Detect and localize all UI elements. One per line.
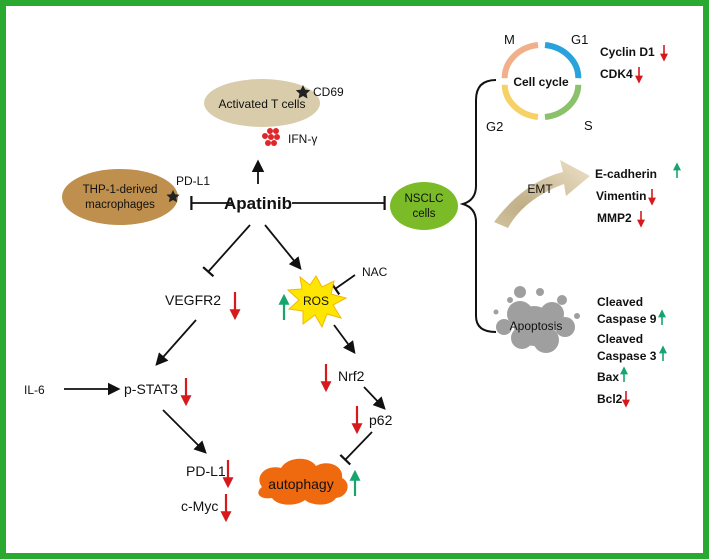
il6-label: IL-6	[24, 383, 45, 397]
nac-inhibits-ros	[330, 274, 356, 296]
nsclc-node: NSCLC cells	[390, 182, 458, 230]
pdl1-star-icon	[166, 190, 180, 203]
macrophages-line2: macrophages	[85, 199, 155, 211]
cleaved-label-1: Cleaved	[597, 295, 643, 309]
t-cells-label: Activated T cells	[219, 97, 306, 111]
macrophages-line1: THP-1-derived	[83, 184, 158, 196]
nrf2-label: Nrf2	[338, 368, 365, 384]
ros-to-nrf2-arrow	[333, 324, 356, 355]
phase-m-label: M	[504, 32, 515, 47]
cdk4-label: CDK4	[600, 67, 633, 81]
phase-m-arc	[501, 42, 539, 79]
apatinib-to-ros-arrow	[264, 224, 302, 270]
pdl1-label: PD-L1	[186, 463, 226, 479]
nrf2-to-p62-arrow	[363, 386, 386, 410]
p62-label: p62	[369, 412, 393, 428]
p62-inhibits-autophagy	[339, 431, 373, 466]
cd69-star-icon	[295, 85, 311, 99]
phase-s-arc	[544, 84, 582, 120]
apoptosis-blob	[493, 286, 580, 353]
bcl2-label: Bcl2	[597, 392, 623, 406]
ifn-gamma-dots-icon	[262, 128, 280, 146]
nsclc-line2: cells	[412, 208, 435, 220]
apatinib-label: Apatinib	[224, 194, 292, 213]
pstat3-to-pdl1-arrow	[162, 409, 207, 454]
macrophage-pdl1-label: PD-L1	[176, 174, 210, 188]
nac-label: NAC	[362, 265, 388, 279]
caspase9-label: Caspase 9	[597, 312, 657, 326]
activated-t-cells-node: Activated T cells	[204, 79, 320, 127]
ifn-gamma-label: IFN-γ	[288, 132, 317, 146]
vegfr2-label: VEGFR2	[165, 292, 221, 308]
phase-g2-label: G2	[486, 119, 503, 134]
macrophages-node: THP-1-derived macrophages	[62, 169, 178, 225]
mmp2-label: MMP2	[597, 211, 632, 225]
outcome-bracket	[459, 79, 497, 333]
ros-label: ROS	[303, 294, 329, 308]
cmyc-label: c-Myc	[181, 498, 218, 514]
apoptosis-label: Apoptosis	[510, 319, 563, 333]
cleaved-label-2: Cleaved	[597, 332, 643, 346]
phase-g2-arc	[501, 84, 539, 120]
caspase3-label: Caspase 3	[597, 349, 657, 363]
phase-s-label: S	[584, 118, 593, 133]
phase-g1-arc	[544, 42, 582, 79]
vegfr2-to-pstat3-arrow	[155, 319, 197, 366]
ros-burst	[286, 275, 348, 329]
phase-g1-label: G1	[571, 32, 588, 47]
e-cadherin-label: E-cadherin	[595, 167, 657, 181]
emt-label: EMT	[527, 182, 553, 196]
autophagy-cloud	[258, 458, 348, 505]
emt-curved-arrow	[494, 160, 590, 228]
nsclc-line1: NSCLC	[405, 193, 444, 205]
cyclin-d1-label: Cyclin D1	[600, 45, 655, 59]
cell-cycle-title: Cell cycle	[513, 75, 569, 89]
pstat3-label: p-STAT3	[124, 381, 178, 397]
cell-cycle-ring	[501, 42, 582, 120]
autophagy-label: autophagy	[268, 476, 333, 492]
apatinib-inhibits-vegfr2	[202, 224, 251, 278]
vimentin-label: Vimentin	[596, 189, 646, 203]
cd69-label: CD69	[313, 85, 344, 99]
bax-label: Bax	[597, 370, 619, 384]
connectors	[64, 159, 386, 466]
